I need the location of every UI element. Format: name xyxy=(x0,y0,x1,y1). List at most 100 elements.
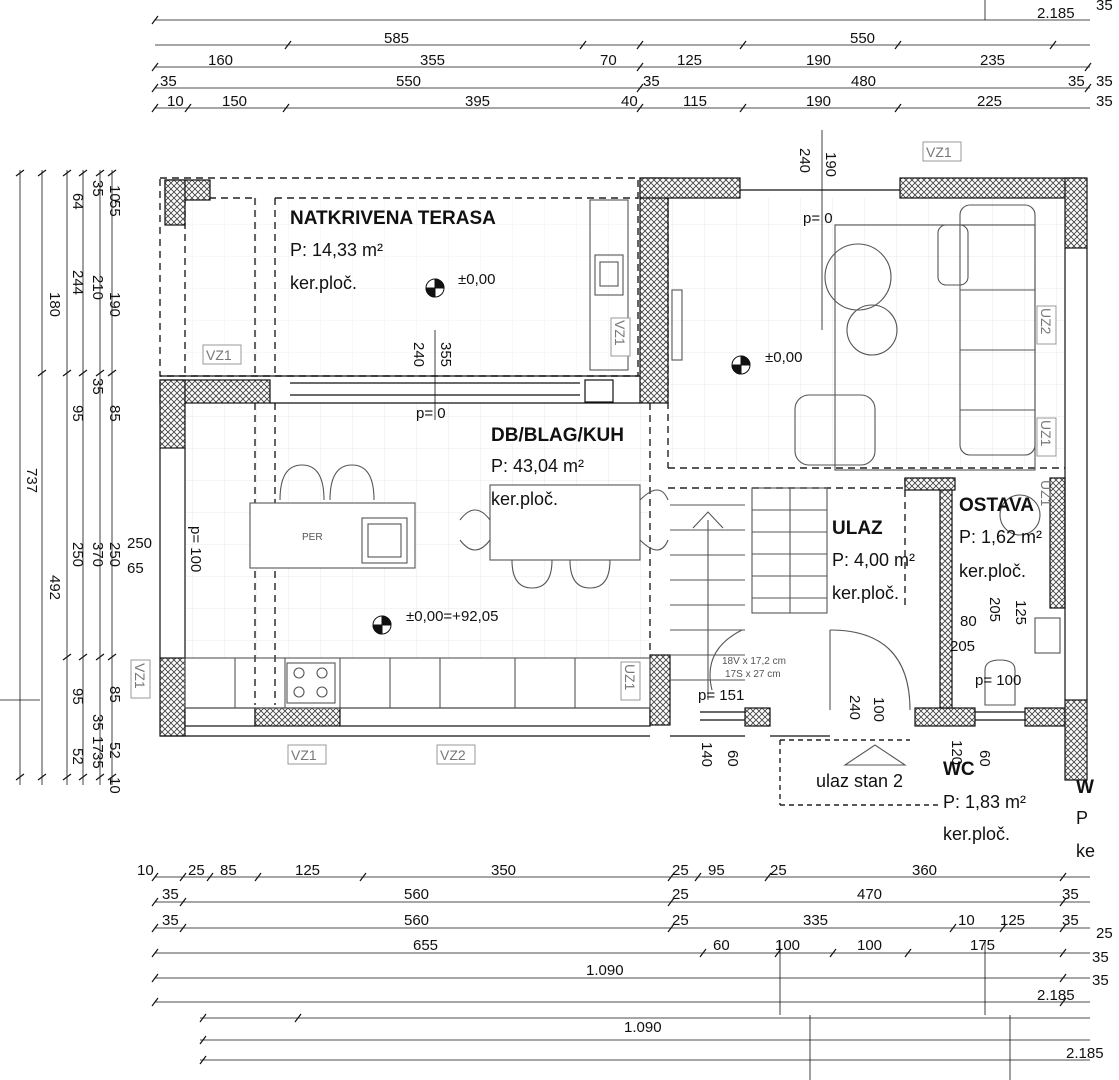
dim-label: 85 xyxy=(220,862,237,879)
dim-label: 35 xyxy=(1096,93,1113,110)
dim-label: 350 xyxy=(491,862,516,879)
dim-label: 25 xyxy=(770,862,787,879)
dim-label: 17 xyxy=(89,736,106,753)
dim-label: 585 xyxy=(384,30,409,47)
door-tag: UZ2 xyxy=(1038,308,1054,335)
dim-label: 35 xyxy=(1062,886,1079,903)
level-label: ±0,00 xyxy=(765,349,802,366)
parapet-label: p= 0 xyxy=(416,405,446,422)
walls xyxy=(159,177,1088,781)
room-dining-living-kitchen: DB/BLAG/KUH P: 43,04 m² ker.ploč. xyxy=(491,425,624,509)
dimension-labels-left: 10 55 35 64 244 210 180 190 35 95 85 737… xyxy=(23,180,123,794)
room-floor: ker.ploč. xyxy=(943,824,1010,844)
dim-label: 35 xyxy=(1092,972,1109,989)
parapet-label: p= 0 xyxy=(803,210,833,227)
dim-label: 10 xyxy=(137,862,154,879)
parapet-label: p= 100 xyxy=(975,672,1021,689)
level-label: ±0,00=+92,05 xyxy=(406,608,498,625)
dim-label: 225 xyxy=(977,93,1002,110)
dim-label: 125 xyxy=(1012,600,1029,625)
appliance-label: PER xyxy=(302,532,323,543)
room-area: P: 1,83 m² xyxy=(943,792,1026,812)
room-floor: ker.ploč. xyxy=(290,273,357,293)
room-name: ULAZ xyxy=(832,518,883,539)
dim-label: 655 xyxy=(413,937,438,954)
dim-label: 52 xyxy=(106,742,123,759)
dim-label: 355 xyxy=(420,52,445,69)
dim-label: 550 xyxy=(850,30,875,47)
dim-label: 85 xyxy=(106,686,123,703)
room-entrance: ULAZ P: 4,00 m² ker.ploč. xyxy=(832,518,915,603)
dim-label: 250 xyxy=(127,535,152,552)
dim-label: 95 xyxy=(69,688,86,705)
dim-label: 35 xyxy=(160,73,177,90)
room-area: P: 43,04 m² xyxy=(491,456,584,476)
dim-label: 370 xyxy=(89,542,106,567)
dim-label: 35 xyxy=(162,912,179,929)
dim-label: 355 xyxy=(437,342,454,367)
dim-label: 395 xyxy=(465,93,490,110)
dim-label: 10 xyxy=(106,185,123,202)
dim-label: 125 xyxy=(1000,912,1025,929)
window-tag: VZ1 xyxy=(132,663,148,689)
dim-label: 1.090 xyxy=(624,1019,662,1036)
dim-label: 95 xyxy=(708,862,725,879)
door-tag: UZ1 xyxy=(1038,420,1054,447)
level-label: ±0,00 xyxy=(458,271,495,288)
dim-label: 35 xyxy=(89,714,106,731)
dim-label: 25 xyxy=(1096,925,1113,942)
room-name: OSTAVA xyxy=(959,495,1034,516)
dim-label: 40 xyxy=(621,93,638,110)
room-area: P: 14,33 m² xyxy=(290,240,383,260)
dim-label: 2.185 xyxy=(1037,5,1075,22)
dim-label: 25 xyxy=(188,862,205,879)
dim-label: 480 xyxy=(851,73,876,90)
parapet-label: p= 151 xyxy=(698,687,744,704)
dim-label: 25 xyxy=(672,912,689,929)
dim-label: 10 xyxy=(167,93,184,110)
room-name: DB/BLAG/KUH xyxy=(491,425,624,446)
room-floor: ke xyxy=(1076,841,1095,861)
window-tag: VZ1 xyxy=(926,144,952,160)
dim-label: 60 xyxy=(976,750,993,767)
dim-label: 64 xyxy=(69,193,86,210)
dim-label: 25 xyxy=(672,886,689,903)
dimension-labels-top: 2.185 585 550 160 355 70 125 190 235 35 … xyxy=(160,0,1113,110)
door-tag: UZ1 xyxy=(622,664,638,691)
dim-label: 190 xyxy=(806,52,831,69)
dim-label: 150 xyxy=(222,93,247,110)
dim-label: 120 xyxy=(948,740,965,765)
dim-label: 180 xyxy=(46,292,63,317)
dim-label: 35 xyxy=(89,752,106,769)
dim-label: 100 xyxy=(857,937,882,954)
room-floor: ker.ploč. xyxy=(832,583,899,603)
dim-label: 240 xyxy=(796,148,813,173)
dim-label: 492 xyxy=(46,575,63,600)
dim-label: 35 xyxy=(643,73,660,90)
dim-label: 190 xyxy=(106,292,123,317)
dim-label: 244 xyxy=(69,270,86,295)
wall-outlines xyxy=(159,189,1088,737)
room-floor: ker.ploč. xyxy=(959,561,1026,581)
dim-label: 35 xyxy=(89,180,106,197)
dim-label: 470 xyxy=(857,886,882,903)
dim-label: 190 xyxy=(822,152,839,177)
dim-label: 35 xyxy=(1092,949,1109,966)
room-name: W xyxy=(1076,777,1094,798)
dim-label: 550 xyxy=(396,73,421,90)
dim-label: 240 xyxy=(410,342,427,367)
dim-label: 35 xyxy=(1062,912,1079,929)
dim-label: 737 xyxy=(23,468,40,493)
window-tag: VZ1 xyxy=(291,747,317,763)
dim-label: 250 xyxy=(69,542,86,567)
dim-label: 240 xyxy=(846,695,863,720)
dim-label: 175 xyxy=(970,937,995,954)
dim-label: 95 xyxy=(69,405,86,422)
dim-label: 35 xyxy=(1096,73,1113,90)
entrance-label: ulaz stan 2 xyxy=(816,771,903,791)
dim-label: 70 xyxy=(600,52,617,69)
room-partial-right: W P ke xyxy=(1076,777,1095,861)
dim-label: 85 xyxy=(106,405,123,422)
room-area: P: 1,62 m² xyxy=(959,527,1042,547)
room-name: WC xyxy=(943,759,975,780)
